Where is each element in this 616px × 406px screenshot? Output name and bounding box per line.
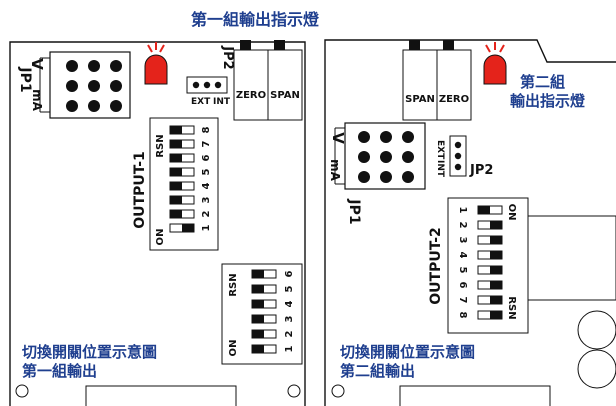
dip-number: 7	[457, 297, 468, 304]
dip-number: 3	[457, 237, 468, 244]
board2-zero-label: ZERO	[439, 94, 469, 105]
board1-v-ma-jumper	[39, 51, 131, 119]
board1-v-label: V	[28, 58, 46, 70]
board1-outline	[9, 41, 306, 406]
jumper-pin	[88, 100, 100, 112]
jumper-pin	[358, 171, 370, 183]
board2-jp1-label: JP1	[346, 198, 362, 224]
dip-rsn-label: RSN	[506, 296, 517, 319]
mounting-hole	[15, 384, 29, 398]
board2-caption-line1: 切換開關位置示意圖	[340, 343, 475, 361]
board2-v-ma-jumper	[334, 122, 426, 190]
board2-span-pot	[402, 49, 438, 121]
board1-caption-line1: 切換開關位置示意圖	[22, 343, 157, 361]
jumper-pin	[88, 80, 100, 92]
board1-ma-label: mA	[30, 89, 44, 112]
dip-number: 6	[284, 270, 295, 277]
board2-terminal	[577, 310, 616, 350]
jumper-pin	[402, 131, 414, 143]
board1-led	[144, 42, 168, 85]
board2-zero-pot	[436, 49, 472, 121]
dip-number: 1	[201, 224, 212, 231]
mounting-hole	[331, 384, 345, 398]
dip-number: 2	[457, 222, 468, 229]
board1-dip8: RSN ON 8 7 6 5 4 3 2 1	[149, 117, 219, 251]
board1-jp1-label: JP1	[17, 66, 33, 92]
board2-led-caption-line2: 輸出指示燈	[510, 92, 586, 110]
mounting-hole	[287, 384, 301, 398]
board2-outline	[324, 39, 616, 406]
dip-on-label: ON	[506, 204, 517, 221]
board2-v-label: V	[329, 132, 347, 144]
dip-number: 4	[201, 182, 212, 189]
dip-number: 6	[457, 282, 468, 289]
board2-output-label: OUTPUT-2	[428, 227, 444, 305]
dip-number: 5	[457, 267, 468, 274]
dip-rsn-label: RSN	[228, 273, 239, 296]
board2-led	[483, 42, 507, 85]
board1-dip6: RSN ON 6 5 4 3 2 1	[221, 263, 303, 365]
board1-int-label: INT	[213, 97, 231, 107]
jumper-pin	[402, 151, 414, 163]
board2-led-caption-line1: 第二組	[520, 73, 565, 91]
dip-number: 5	[201, 168, 212, 175]
jumper-pin	[110, 80, 122, 92]
jumper-pin	[66, 60, 78, 72]
led-red-icon	[483, 54, 507, 85]
led-ray	[159, 44, 165, 53]
jumper-pin	[66, 100, 78, 112]
dip-number: 2	[201, 210, 212, 217]
board1-ext-label: EXT	[191, 97, 211, 107]
board2-transformer	[527, 215, 616, 301]
board1-caption-line2: 第一組輸出	[22, 362, 97, 380]
jumper-pin	[358, 131, 370, 143]
dip-number: 4	[457, 252, 468, 259]
led-ray	[485, 44, 491, 53]
jumper-pin	[110, 100, 122, 112]
dip-rsn-label: RSN	[155, 134, 166, 157]
dip-number: 8	[457, 312, 468, 319]
board1-span-pot	[267, 49, 303, 121]
dip-on-label: ON	[228, 340, 239, 357]
jumper-pin	[66, 80, 78, 92]
group1-led-title: 第一組輸出指示燈	[191, 10, 320, 29]
board1-span-label: SPAN	[270, 90, 300, 101]
dip-number: 3	[201, 196, 212, 203]
jumper-pin	[358, 151, 370, 163]
led-ray	[147, 44, 153, 53]
board2-int-label: INT	[435, 160, 445, 178]
dip-number: 8	[201, 126, 212, 133]
dip-number: 2	[284, 330, 295, 337]
dip-on-label: ON	[155, 229, 166, 246]
board2-ext-label: EXT	[435, 140, 445, 160]
board2-span-label: SPAN	[405, 94, 435, 105]
jumper-pin	[380, 131, 392, 143]
board2-jp2-label: JP2	[469, 163, 493, 178]
dip-number: 1	[457, 207, 468, 214]
board2-connector	[399, 385, 551, 406]
jumper-pin	[88, 60, 100, 72]
led-red-icon	[144, 54, 168, 85]
board2-ma-label: mA	[328, 159, 342, 182]
board2-dip8: ON RSN 1 2 3 4 5 6 7 8	[447, 197, 529, 334]
board1-zero-label: ZERO	[236, 90, 266, 101]
board1-jp2-label: JP2	[220, 45, 235, 69]
dip-number: 1	[284, 345, 295, 352]
board1-connector	[85, 385, 237, 406]
jumper-pin	[380, 171, 392, 183]
board2-terminal	[577, 349, 616, 389]
jumper-pin	[402, 171, 414, 183]
dip-number: 6	[201, 154, 212, 161]
jumper-pin	[110, 60, 122, 72]
jumper-pin	[380, 151, 392, 163]
dip-number: 3	[284, 315, 295, 322]
dip-number: 4	[284, 300, 295, 307]
board2-caption-line2: 第二組輸出	[340, 362, 415, 380]
board1-zero-pot	[233, 49, 269, 121]
dip-number: 7	[201, 140, 212, 147]
dip-number: 5	[284, 285, 295, 292]
led-ray	[499, 44, 505, 53]
board1-output-label: OUTPUT-1	[132, 151, 148, 229]
